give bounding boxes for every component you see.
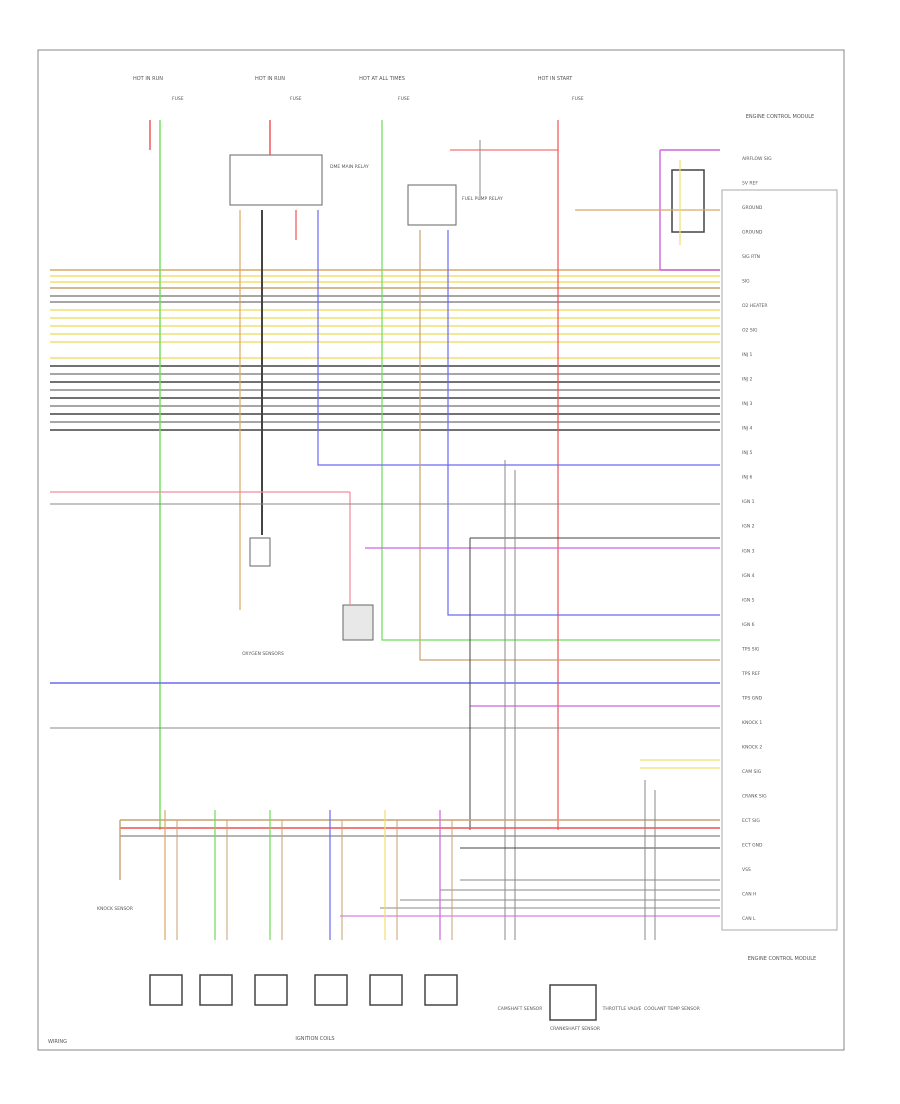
blue-wire — [317, 210, 720, 466]
ecm-pin-label: CRANK SIG — [742, 793, 767, 799]
dme-relay-box — [229, 154, 323, 206]
fuel-pump-relay-label: FUEL PUMP RELAY — [462, 196, 503, 202]
fuse-label-4: FUSE — [572, 96, 584, 102]
ecm-pin-label: GROUND — [742, 205, 763, 211]
hot-label-1: HOT IN RUN — [133, 76, 163, 82]
crankshaft-sensor-label: CRANKSHAFT SENSOR — [550, 1026, 600, 1032]
ecm-pin-label: KNOCK 2 — [742, 744, 762, 750]
ecm-pin-label: IGN 3 — [742, 548, 755, 554]
ecm-pin-label: IGN 2 — [742, 524, 755, 530]
ecm-pin-label: AIRFLOW SIG — [742, 156, 772, 162]
ecm-title: ENGINE CONTROL MODULE — [746, 114, 814, 120]
ecm-pin-label: IGN 6 — [742, 622, 755, 628]
ecm-pin-label: GROUND — [742, 230, 763, 236]
ecm-pin-label: INJ 2 — [742, 377, 752, 383]
ecm-pin-label: TPS GND — [741, 695, 763, 701]
ignition-coil-box — [149, 974, 183, 1006]
ecm-pin-label: 5V REF — [742, 181, 758, 187]
hot-label-4: HOT IN START — [538, 76, 574, 82]
ecm-pin-label: IGN 4 — [742, 573, 755, 579]
ecm-pin-label: O2 HEATER — [742, 303, 768, 309]
ecm-pin-labels: AIRFLOW SIG 5V REF GROUND GROUND SIG RTN SIG O… — [741, 156, 772, 922]
ignition-coil-box — [254, 974, 288, 1006]
hot-label-3: HOT AT ALL TIMES — [359, 76, 405, 82]
fuel-pump-relay-box — [407, 184, 457, 226]
sensor-box-b — [342, 604, 374, 641]
throttle-valve-label: THROTTLE VALVE — [602, 1006, 642, 1012]
ecm-pin-label: TPS REF — [741, 671, 761, 677]
fuse-label-2: FUSE — [290, 96, 302, 102]
ecm-pin-label: TPS SIG — [741, 646, 760, 652]
green-run-wire — [381, 120, 720, 641]
sensor-box-a — [249, 537, 271, 567]
ecm-pin-label: IGN 5 — [742, 597, 755, 603]
oxygen-sensors-label: OXYGEN SENSORS — [242, 651, 284, 657]
diagram-border — [37, 49, 845, 1051]
coolant-sensor-label: COOLANT TEMP SENSOR — [644, 1006, 700, 1012]
wires-group — [50, 120, 720, 940]
bottom-connector-group — [149, 974, 597, 1021]
ecm-pin-label: INJ 5 — [742, 450, 752, 456]
knock-sensor-label: KNOCK SENSOR — [97, 906, 133, 912]
ecm-pin-label: ECT GND — [742, 843, 763, 849]
ecm-pin-label: IGN 1 — [742, 499, 755, 505]
ecm-pin-label: INJ 1 — [742, 352, 752, 358]
ecm-box — [721, 189, 838, 931]
ecm-pin-label: O2 SIG — [742, 328, 758, 334]
fuse-label-3: FUSE — [398, 96, 410, 102]
ignition-coils-label: IGNITION COILS — [295, 1036, 334, 1042]
tan-wire — [419, 230, 720, 661]
ecm-pin-label: KNOCK 1 — [742, 720, 762, 726]
fuse-label-1: FUSE — [172, 96, 184, 102]
ecm-bottom-label: ENGINE CONTROL MODULE — [748, 956, 816, 962]
ecm-pin-label: SIG — [742, 279, 750, 285]
ecm-pin-label: CAM SIG — [742, 769, 762, 775]
blue-wire-2 — [447, 230, 720, 616]
ecm-pin-label: INJ 6 — [742, 475, 752, 481]
ecm-pin-label: INJ 3 — [742, 401, 752, 407]
ecm-pin-label: CAN H — [742, 892, 756, 898]
crankshaft-sensor-box — [549, 984, 597, 1021]
ignition-coil-box — [314, 974, 348, 1006]
connector-box-top — [671, 169, 705, 233]
ecm-pin-label: INJ 4 — [742, 426, 752, 432]
ecm-pin-label: CAN L — [742, 916, 756, 922]
ignition-coil-box — [424, 974, 458, 1006]
dme-relay-label: DME MAIN RELAY — [330, 164, 369, 170]
ecm-pin-label: ECT SIG — [742, 818, 760, 824]
ecm-pin-label: SIG RTN — [742, 254, 760, 260]
ecm-pin-label: VSS — [742, 867, 751, 873]
ignition-coil-box — [369, 974, 403, 1006]
footer-code: WIRING — [48, 1039, 67, 1045]
hot-label-2: HOT IN RUN — [255, 76, 285, 82]
camshaft-sensor-label: CAMSHAFT SENSOR — [498, 1006, 543, 1012]
ignition-coil-box — [199, 974, 233, 1006]
